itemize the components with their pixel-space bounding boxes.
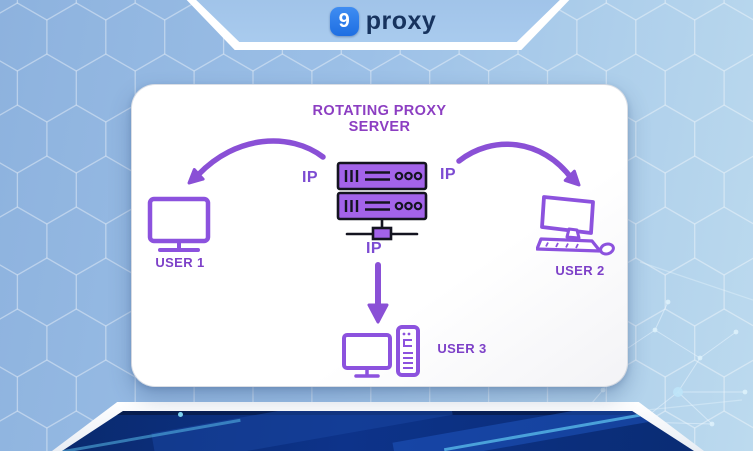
bottom-banner [62,411,694,451]
desktop-with-tower-icon [342,325,420,378]
title-line2: SERVER [348,119,411,135]
brand-logo: 9 proxy [303,5,463,38]
diagram-card: ROTATING PROXY SERVER [131,84,628,387]
arrow-down-icon [367,262,389,324]
top-banner [188,0,568,42]
monitor-icon [147,196,211,252]
brand-name: proxy [365,7,437,35]
ip-label-bottom: IP [365,240,383,257]
glow-dot [178,412,183,417]
user1-label: USER 1 [155,255,205,270]
user3-label: USER 3 [437,341,487,356]
logo-glyph: 9 [338,10,350,32]
user2-label: USER 2 [555,263,605,278]
diagram-title: ROTATING PROXY SERVER [132,103,627,135]
logo-9-icon: 9 [329,7,359,36]
ip-label-right: IP [439,166,457,183]
desktop-computer-icon [536,195,615,256]
ip-label-left: IP [301,169,319,186]
title-line1: ROTATING PROXY [312,103,447,119]
rack-server-icon [336,161,428,241]
curved-arrow-right-icon [456,141,581,187]
